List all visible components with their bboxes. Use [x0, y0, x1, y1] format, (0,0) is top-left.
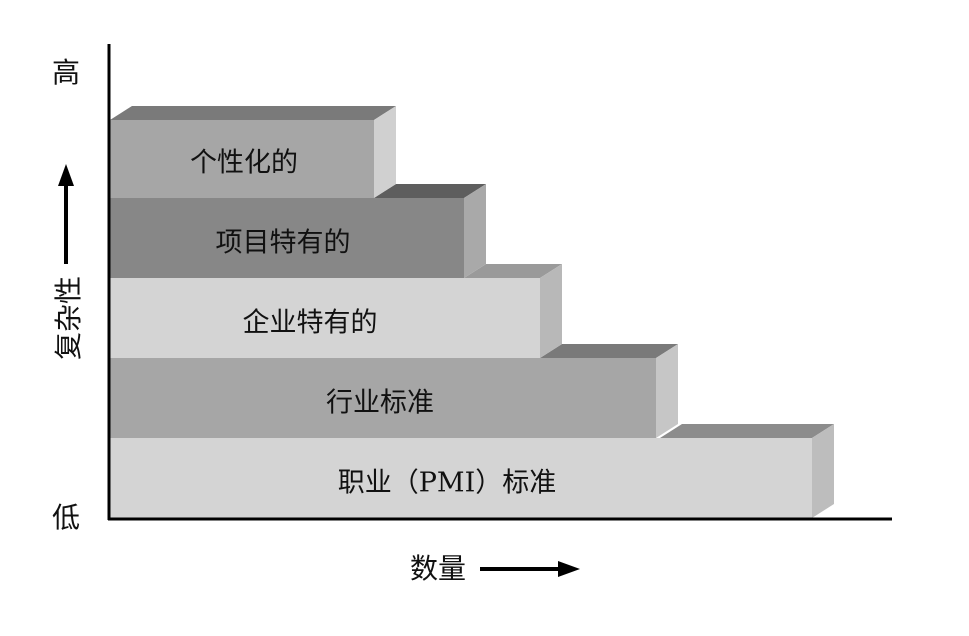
tier-project-top-face	[374, 184, 486, 198]
tier-project-specific: 项目特有的	[110, 184, 486, 278]
tier-enterprise-top-face	[464, 264, 562, 278]
tier-industry-front	[110, 358, 656, 438]
tier-personalized-front	[110, 120, 374, 198]
tier-professional-standards: 职业（PMI）标准	[110, 424, 834, 518]
tier-enterprise-front	[110, 278, 540, 358]
tier-project-label: 项目特有的	[216, 228, 351, 259]
x-axis-label: 数量	[410, 552, 466, 585]
tier-project-side-face	[464, 184, 486, 278]
tier-personalized: 个性化的	[110, 106, 396, 198]
tier-professional-label: 职业（PMI）标准	[338, 468, 556, 499]
tier-professional-top-face	[660, 424, 834, 438]
y-axis-label: 复杂性	[52, 276, 85, 360]
y-high-label: 高	[52, 56, 80, 89]
tier-industry-side-face	[656, 344, 678, 438]
tier-personalized-side-face	[374, 106, 396, 198]
tier-enterprise-specific: 企业特有的	[110, 264, 562, 358]
tier-personalized-label: 个性化的	[190, 148, 298, 179]
tier-enterprise-label: 企业特有的	[243, 308, 378, 339]
tier-industry-top-face	[540, 344, 678, 358]
tier-personalized-top-face	[110, 106, 396, 120]
tier-industry-label: 行业标准	[326, 388, 434, 419]
tier-professional-side-face	[812, 424, 834, 518]
tier-professional-front	[110, 438, 812, 518]
tier-project-front	[110, 198, 464, 278]
x-arrow-icon	[480, 561, 580, 577]
tier-enterprise-side-face	[540, 264, 562, 358]
y-low-label: 低	[52, 501, 80, 534]
y-arrow-icon	[58, 164, 74, 264]
tier-industry-standards: 行业标准	[110, 344, 678, 438]
